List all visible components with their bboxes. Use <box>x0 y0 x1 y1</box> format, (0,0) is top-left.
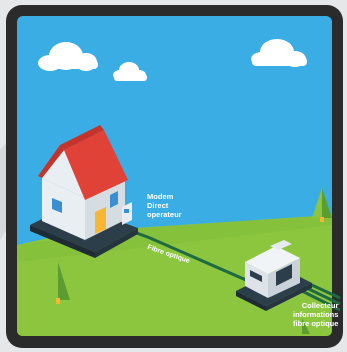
collector-label-line-3: fibre optique <box>293 319 338 328</box>
modem-label: Modem Direct operateur <box>147 192 182 219</box>
modem-label-line-3: operateur <box>147 210 182 219</box>
collector-label-line-2: informations <box>293 310 338 319</box>
collector-label: Collecteur informations fibre optique <box>293 301 338 328</box>
modem-label-line-2: Direct <box>147 201 182 210</box>
collector-label-line-1: Collecteur <box>293 301 338 310</box>
modem-label-line-1: Modem <box>147 192 182 201</box>
